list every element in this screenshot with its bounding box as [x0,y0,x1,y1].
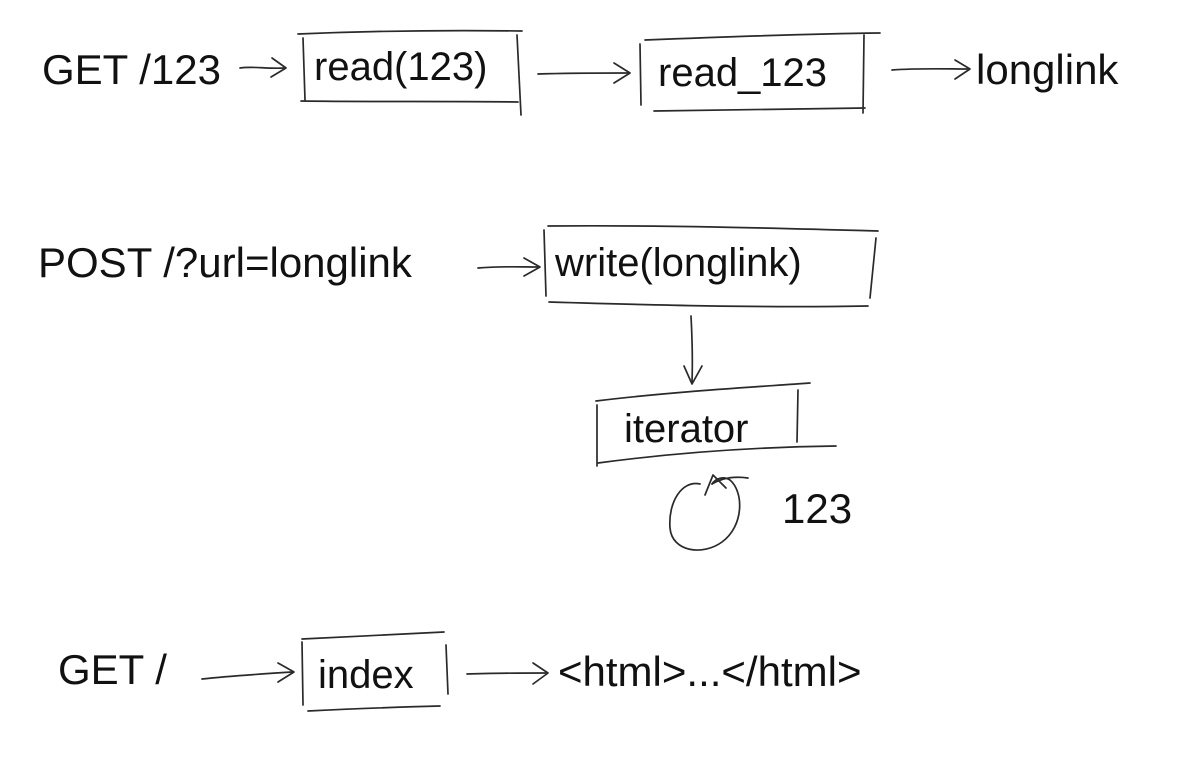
arrow-post-to-write [477,257,541,277]
write-function-box: write(longlink) [543,224,879,308]
arrow-read-to-store [537,62,631,84]
read-function-box: read(123) [297,29,523,116]
index-box: index [301,631,449,712]
iterator-label: iterator [624,407,749,451]
iterator-loop-icon [669,474,749,551]
iterator-value-label: 123 [782,485,852,532]
arrow-index-to-html [466,662,549,685]
flow-get-index: GET / index <html>...</html> [58,631,861,712]
request-label-get-id: GET /123 [42,46,221,93]
result-label-html: <html>...</html> [558,648,861,695]
flow-get-id: GET /123 read(123) read_123 [42,29,1119,116]
request-label-get-root: GET / [58,646,167,693]
write-function-label: write(longlink) [554,241,802,285]
stored-key-label: read_123 [658,51,827,95]
arrow-store-to-result [891,59,971,80]
index-label: index [318,653,414,697]
read-function-label: read(123) [314,45,487,89]
arrow-write-to-iterator [683,315,703,385]
flow-post-url: POST /?url=longlink write(longlink) iter… [38,224,879,551]
result-label-longlink: longlink [976,46,1119,93]
arrow-get-id-to-read [239,57,287,78]
stored-key-box: read_123 [639,32,881,114]
arrow-get-root-to-index [201,662,295,683]
request-label-post-url: POST /?url=longlink [38,239,413,286]
iterator-box: iterator [595,382,837,467]
